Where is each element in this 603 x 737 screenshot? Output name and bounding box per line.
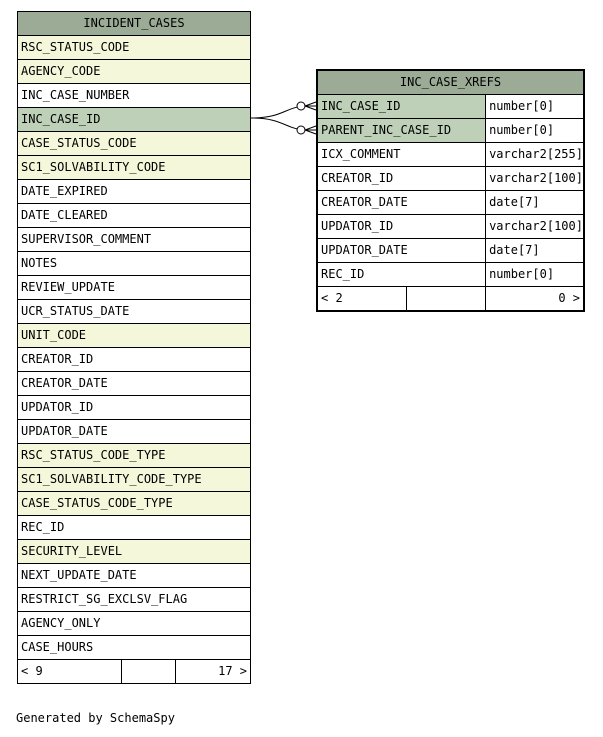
column-name: REVIEW_UPDATE [17, 275, 251, 300]
table-row[interactable]: REVIEW_UPDATE [17, 275, 251, 300]
column-name: UPDATOR_DATE [17, 419, 251, 444]
crowfoot-2 [304, 125, 317, 135]
column-name: UPDATOR_ID [17, 395, 251, 420]
table-row[interactable]: INC_CASE_NUMBER [17, 83, 251, 108]
table-row[interactable]: REC_ID [17, 515, 251, 540]
column-type: varchar2[100] [485, 214, 585, 239]
table-row[interactable]: CASE_STATUS_CODE [17, 131, 251, 156]
column-type: varchar2[100] [485, 166, 585, 191]
table-row[interactable]: RSC_STATUS_CODE_TYPE [17, 443, 251, 468]
column-type: number[0] [485, 262, 585, 287]
column-name: NEXT_UPDATE_DATE [17, 563, 251, 588]
column-name: INC_CASE_ID [17, 107, 251, 132]
table-row[interactable]: NOTES [17, 251, 251, 276]
table-row[interactable]: CASE_HOURS [17, 635, 251, 660]
table-row[interactable]: CASE_STATUS_CODE_TYPE [17, 491, 251, 516]
table-row[interactable]: DATE_CLEARED [17, 203, 251, 228]
column-type: date[7] [485, 238, 585, 263]
zero-marker-2 [296, 125, 306, 135]
parents-count: < 2 [316, 286, 407, 312]
column-name: NOTES [17, 251, 251, 276]
column-name: SC1_SOLVABILITY_CODE [17, 155, 251, 180]
column-name: ICX_COMMENT [316, 142, 487, 167]
column-type: varchar2[255] [485, 142, 585, 167]
children-count: 17 > [175, 659, 251, 684]
column-name: REC_ID [316, 262, 487, 287]
table-row[interactable]: UPDATOR_ID [17, 395, 251, 420]
column-name: UPDATOR_ID [316, 214, 487, 239]
table-row[interactable]: CREATOR_ID [17, 347, 251, 372]
table-row[interactable]: AGENCY_ONLY [17, 611, 251, 636]
column-type: number[0] [485, 94, 585, 119]
table-title: INCIDENT_CASES [17, 11, 251, 36]
column-name: PARENT_INC_CASE_ID [316, 118, 487, 143]
table-row[interactable]: UPDATOR_DATE [17, 419, 251, 444]
children-count: 0 > [485, 286, 585, 312]
table-footer: < 2 0 > [316, 286, 585, 312]
column-name: CREATOR_DATE [17, 371, 251, 396]
table-row[interactable]: SUPERVISOR_COMMENT [17, 227, 251, 252]
column-name: CREATOR_DATE [316, 190, 487, 215]
column-name: SECURITY_LEVEL [17, 539, 251, 564]
column-name: SUPERVISOR_COMMENT [17, 227, 251, 252]
column-name: INC_CASE_NUMBER [17, 83, 251, 108]
column-name: AGENCY_CODE [17, 59, 251, 84]
column-name: UPDATOR_DATE [316, 238, 487, 263]
zero-marker-1 [296, 101, 306, 111]
column-name: CREATOR_ID [316, 166, 487, 191]
column-name: CASE_STATUS_CODE_TYPE [17, 491, 251, 516]
column-name: RESTRICT_SG_EXCLSV_FLAG [17, 587, 251, 612]
column-name: DATE_EXPIRED [17, 179, 251, 204]
table-row[interactable]: NEXT_UPDATE_DATE [17, 563, 251, 588]
footer-spacer [405, 286, 487, 312]
column-name: CASE_HOURS [17, 635, 251, 660]
crowfoot-1 [304, 101, 317, 111]
table-row[interactable]: SECURITY_LEVEL [17, 539, 251, 564]
table-title: INC_CASE_XREFS [316, 69, 585, 95]
column-name: INC_CASE_ID [316, 94, 487, 119]
column-type: date[7] [485, 190, 585, 215]
column-name: REC_ID [17, 515, 251, 540]
column-name: RSC_STATUS_CODE [17, 35, 251, 60]
column-name: UCR_STATUS_DATE [17, 299, 251, 324]
table-row[interactable]: UCR_STATUS_DATE [17, 299, 251, 324]
column-name: AGENCY_ONLY [17, 611, 251, 636]
table-row[interactable]: DATE_EXPIRED [17, 179, 251, 204]
generated-by-footer: Generated by SchemaSpy [16, 711, 175, 725]
table-row[interactable]: AGENCY_CODE [17, 59, 251, 84]
table-footer: < 9 17 > [17, 659, 251, 684]
column-name: SC1_SOLVABILITY_CODE_TYPE [17, 467, 251, 492]
table-row[interactable]: RSC_STATUS_CODE [17, 35, 251, 60]
column-name: UNIT_CODE [17, 323, 251, 348]
table-row[interactable]: INC_CASE_ID [17, 107, 251, 132]
table-row[interactable]: RESTRICT_SG_EXCLSV_FLAG [17, 587, 251, 612]
table-header: INC_CASE_XREFS [316, 69, 585, 95]
table-header: INCIDENT_CASES [17, 11, 251, 36]
column-type: number[0] [485, 118, 585, 143]
table-row[interactable]: SC1_SOLVABILITY_CODE [17, 155, 251, 180]
column-name: RSC_STATUS_CODE_TYPE [17, 443, 251, 468]
column-name: DATE_CLEARED [17, 203, 251, 228]
table-row[interactable]: UNIT_CODE [17, 323, 251, 348]
parents-count: < 9 [17, 659, 122, 684]
table-row[interactable]: CREATOR_DATE [17, 371, 251, 396]
column-name: CASE_STATUS_CODE [17, 131, 251, 156]
column-name: CREATOR_ID [17, 347, 251, 372]
footer-spacer [121, 659, 176, 684]
table-row[interactable]: SC1_SOLVABILITY_CODE_TYPE [17, 467, 251, 492]
